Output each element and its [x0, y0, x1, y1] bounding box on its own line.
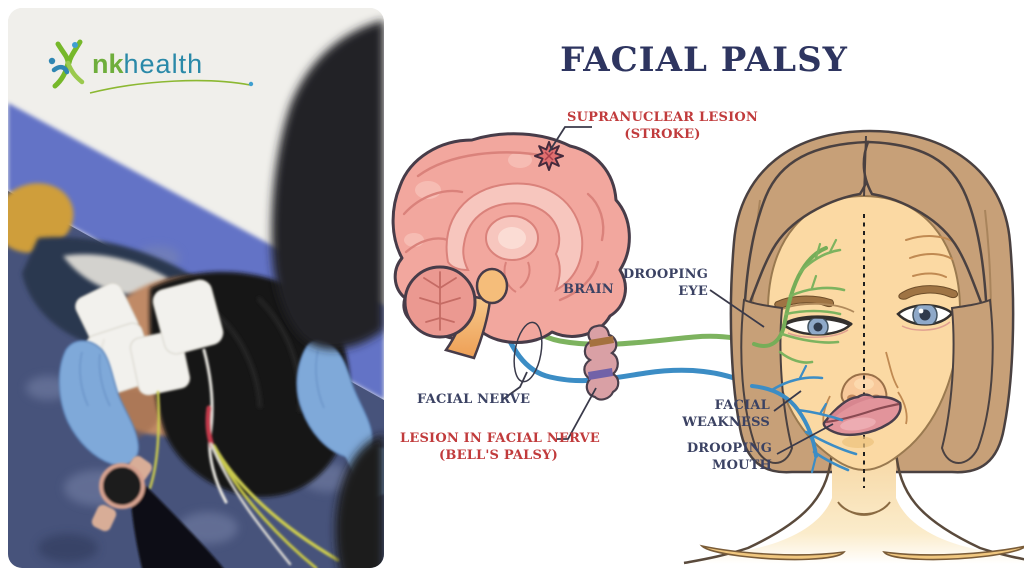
eye-left-drooping	[779, 303, 855, 338]
logo-text-health: health	[123, 48, 204, 79]
corpus-callosum	[445, 182, 584, 293]
therapist-silhouette	[271, 20, 384, 350]
label-drooping-mouth: DROOPING MOUTH	[686, 441, 772, 473]
page-title: FACIAL PALSY	[560, 40, 848, 80]
clavicle-left	[699, 544, 846, 561]
nerve-branches-blue	[750, 364, 858, 474]
hair-front-right	[862, 140, 989, 319]
hair-side-left	[740, 298, 794, 464]
suprasternal-notch	[837, 501, 891, 516]
pointer-drooping-mouth	[776, 423, 834, 455]
jacket-white-stripe	[63, 254, 168, 295]
hair-part-line	[863, 135, 867, 197]
pointer-bells-palsy	[557, 387, 597, 440]
label-facial-nerve: FACIAL NERVE	[417, 392, 531, 407]
label-supranuclear-lesion: SUPRANUCLEAR LESION (STROKE)	[567, 110, 758, 142]
label-facial-weakness: FACIAL WEAKNESS	[682, 398, 770, 430]
forehead-wrinkles	[905, 235, 955, 278]
pointer-drooping-eye	[709, 289, 765, 328]
pointer-supranuclear	[548, 126, 592, 153]
label-brain: BRAIN	[563, 282, 614, 297]
face-illustration	[676, 129, 1024, 565]
lead-wires	[97, 338, 340, 568]
therapist-arm	[91, 456, 224, 568]
label-drooping-eye: DROOPING EYE	[622, 267, 708, 299]
pointer-facial-nerve	[501, 371, 528, 401]
nerve-branches-green	[752, 238, 846, 364]
photo-illustration	[8, 8, 384, 568]
clavicle-right	[882, 545, 1024, 561]
neck-shoulders	[676, 440, 1024, 564]
logo-text-nk: nk	[92, 48, 124, 79]
smartwatch	[99, 463, 145, 509]
hair-side-right	[940, 298, 994, 464]
logo-person-icon	[48, 39, 85, 89]
label-bells-palsy: LESION IN FACIAL NERVE (BELL'S PALSY)	[400, 431, 601, 463]
hair-front-left	[742, 140, 872, 319]
mustard-pillow	[8, 183, 74, 253]
electrode-pads	[75, 279, 224, 396]
pointer-lines	[501, 126, 834, 455]
pointer-facial-weakness	[773, 390, 802, 412]
brain-illustration	[391, 132, 631, 360]
pons	[475, 267, 509, 305]
logo-swoosh	[89, 79, 254, 94]
facial-palsy-diagram	[391, 126, 1024, 565]
glove-left-hand	[58, 340, 139, 466]
bells-palsy-lesion	[583, 324, 620, 401]
eyebrow-right	[898, 285, 959, 300]
